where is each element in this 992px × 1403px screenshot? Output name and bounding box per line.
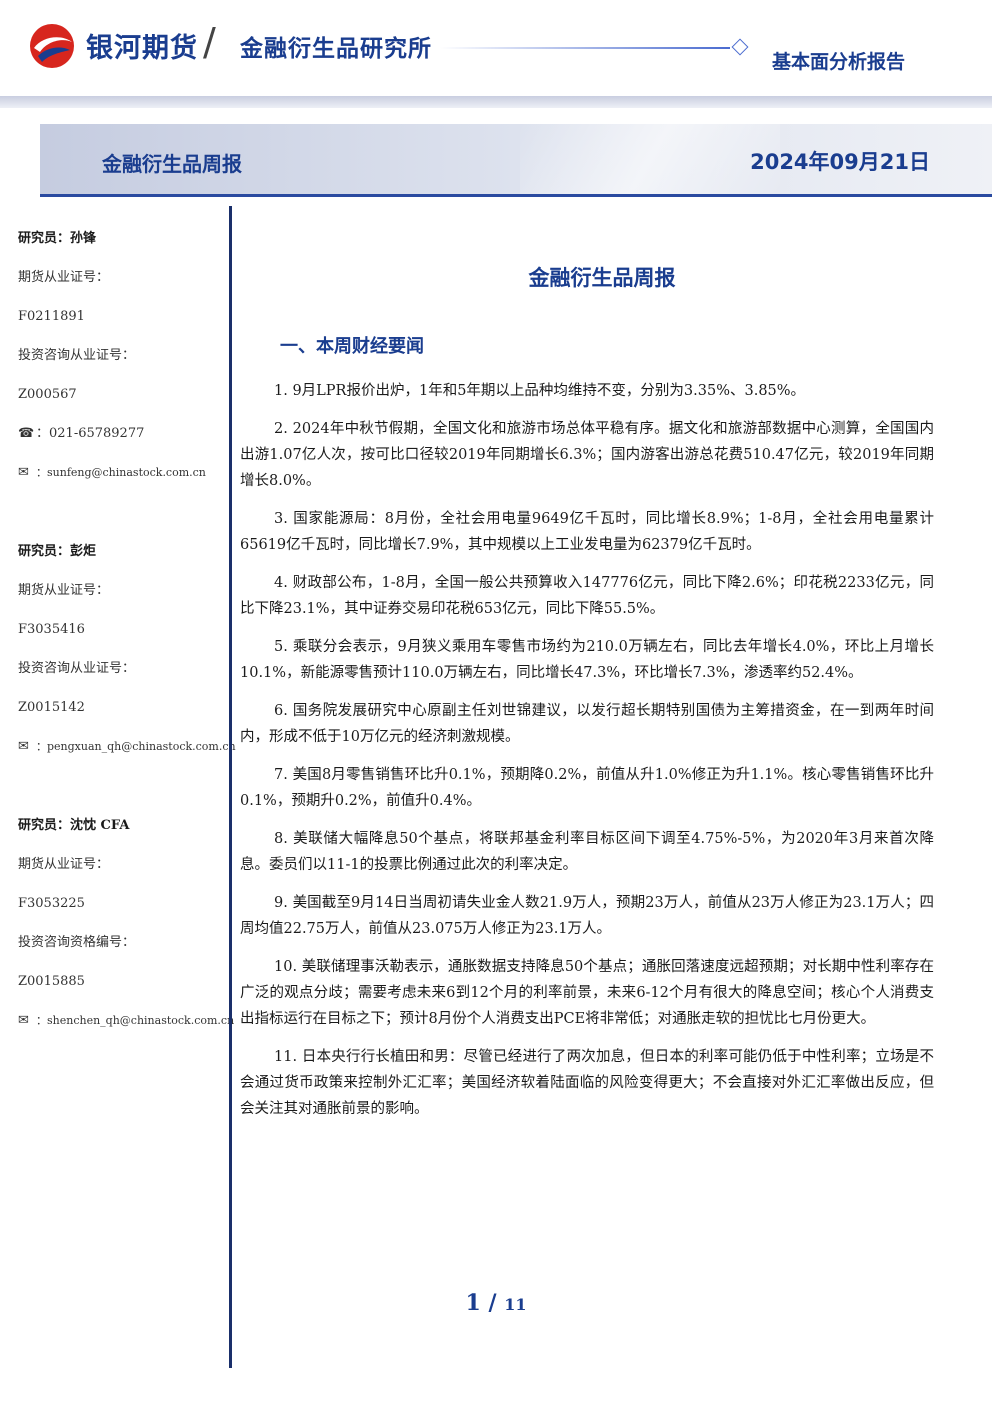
phone-row: ☎：021-65789277 xyxy=(18,423,228,462)
main-content: 金融衍生品周报 一、本周财经要闻 1. 9月LPR报价出炉，1年和5年期以上品种… xyxy=(240,262,934,1134)
header-band xyxy=(0,96,992,108)
report-title: 金融衍生品周报 xyxy=(102,152,242,176)
news-paragraph: 1. 9月LPR报价出炉，1年和5年期以上品种均维持不变，分别为3.35%、3.… xyxy=(274,383,806,399)
total-pages: 11 xyxy=(504,1295,527,1314)
current-page: 1 xyxy=(465,1290,481,1316)
email-row: ✉ ：sunfeng@chinastock.com.cn xyxy=(18,462,228,501)
title-bar: 金融衍生品周报 2024年09月21日 xyxy=(40,124,992,197)
section-heading: 一、本周财经要闻 xyxy=(280,336,424,357)
consult-label: 投资咨询从业证号： xyxy=(18,348,136,363)
envelope-icon: ✉ xyxy=(18,465,29,480)
phone-icon: ☎ xyxy=(18,426,35,441)
galaxy-logo-icon xyxy=(30,24,74,68)
diamond-icon xyxy=(731,38,749,56)
analyst-name: 研究员：孙锋 xyxy=(18,231,97,246)
email-row: ✉ ：shenchen_qh@chinastock.com.cn xyxy=(18,1010,234,1049)
email-row: ✉ ：pengxuan_qh@chinastock.com.cn xyxy=(18,736,236,775)
consult-number: Z000567 xyxy=(18,387,77,402)
page-separator: / xyxy=(480,1290,505,1316)
envelope-icon: ✉ xyxy=(18,739,29,754)
page-number: 1 / 11 xyxy=(0,1290,992,1316)
news-paragraph: 5. 乘联分会表示，9月狭义乘用车零售市场约为210.0万辆左右，同比去年增长4… xyxy=(240,639,934,681)
analyst-sidebar: 研究员：孙锋 期货从业证号： F0211891 投资咨询从业证号： Z00056… xyxy=(18,228,236,1089)
sidebar-divider xyxy=(229,206,232,1368)
phone-number: ：021-65789277 xyxy=(36,426,145,441)
document-title: 金融衍生品周报 xyxy=(528,266,676,290)
page-header: 银河期货 / 金融衍生品研究所 基本面分析报告 xyxy=(0,0,992,100)
news-paragraph: 10. 美联储理事沃勒表示，通胀数据支持降息50个基点；通胀回落速度远超预期；对… xyxy=(240,959,934,1027)
news-paragraph: 7. 美国8月零售销售环比升0.1%，预期降0.2%，前值从升1.0%修正为升1… xyxy=(240,767,934,809)
brand-name: 银河期货 xyxy=(86,33,198,64)
news-paragraph: 11. 日本央行行长植田和男：尽管已经进行了两次加息，但日本的利率可能仍低于中性… xyxy=(240,1049,934,1117)
consult-number: Z0015885 xyxy=(18,974,85,989)
news-paragraph: 9. 美国截至9月14日当周初请失业金人数21.9万人，预期23万人，前值从23… xyxy=(240,895,934,937)
consult-number: Z0015142 xyxy=(18,700,85,715)
institute-name: 金融衍生品研究所 xyxy=(240,36,432,62)
report-type: 基本面分析报告 xyxy=(772,51,906,73)
report-date: 2024年09月21日 xyxy=(750,150,930,174)
analyst-card: 研究员：孙锋 期货从业证号： F0211891 投资咨询从业证号： Z00056… xyxy=(18,228,228,501)
analyst-name: 研究员：彭炬 xyxy=(18,544,97,559)
title-bar-highlight xyxy=(520,124,780,194)
analyst-name: 研究员：沈忱 CFA xyxy=(18,818,130,833)
consult-label: 投资咨询资格编号： xyxy=(18,935,136,950)
news-paragraph: 3. 国家能源局：8月份，全社会用电量9649亿千瓦时，同比增长8.9%；1-8… xyxy=(240,511,934,553)
license-label: 期货从业证号： xyxy=(18,583,110,598)
consult-label: 投资咨询从业证号： xyxy=(18,661,136,676)
license-label: 期货从业证号： xyxy=(18,270,110,285)
email-address[interactable]: ：shenchen_qh@chinastock.com.cn xyxy=(36,1014,235,1027)
news-paragraph: 2. 2024年中秋节假期，全国文化和旅游市场总体平稳有序。据文化和旅游部数据中… xyxy=(240,421,934,489)
header-divider: / xyxy=(203,20,216,64)
news-paragraph: 6. 国务院发展研究中心原副主任刘世锦建议，以发行超长期特别国债为主筹措资金，在… xyxy=(240,703,934,745)
email-address[interactable]: ：pengxuan_qh@chinastock.com.cn xyxy=(36,740,236,753)
license-number: F0211891 xyxy=(18,309,85,324)
envelope-icon: ✉ xyxy=(18,1013,29,1028)
license-label: 期货从业证号： xyxy=(18,857,110,872)
analyst-card: 研究员：彭炬 期货从业证号： F3035416 投资咨询从业证号： Z00151… xyxy=(18,541,236,775)
license-number: F3035416 xyxy=(18,622,85,637)
news-paragraph: 8. 美联储大幅降息50个基点，将联邦基金利率目标区间下调至4.75%-5%，为… xyxy=(240,831,934,873)
header-decoration-line xyxy=(440,47,730,49)
license-number: F3053225 xyxy=(18,896,85,911)
email-address[interactable]: ：sunfeng@chinastock.com.cn xyxy=(36,466,206,479)
analyst-card: 研究员：沈忱 CFA 期货从业证号： F3053225 投资咨询资格编号： Z0… xyxy=(18,815,234,1049)
news-paragraph: 4. 财政部公布，1-8月，全国一般公共预算收入147776亿元，同比下降2.6… xyxy=(240,575,934,617)
